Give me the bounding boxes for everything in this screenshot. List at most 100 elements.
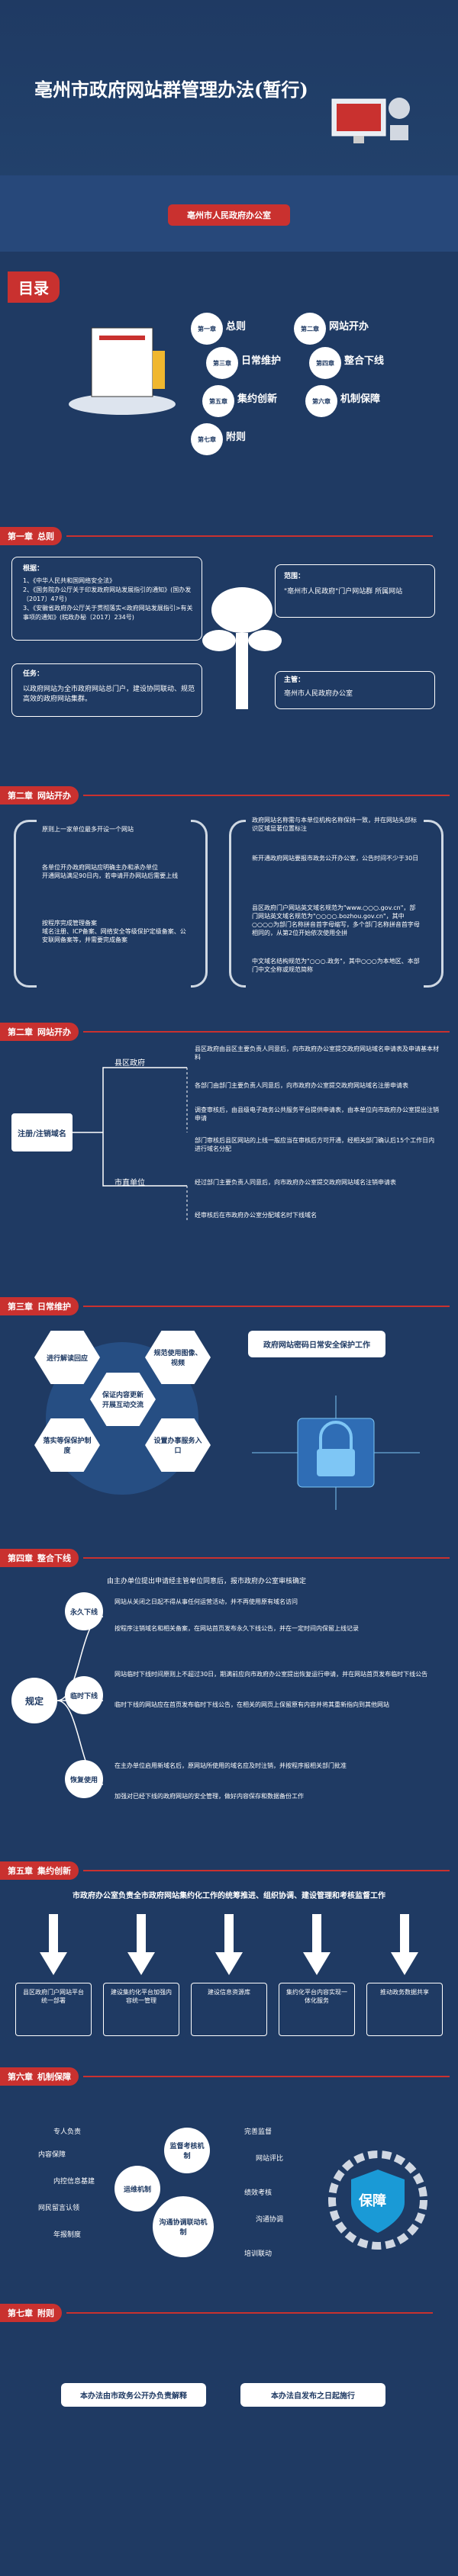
ch2b-section: 第二章网站开办 注册/注销域名 县区政府 市直单位 县区政府由县区主要负责人同意…: [0, 1014, 458, 1274]
ch4-item-3: 网站临时下线时间原则上不超过30日，期满前应向市政府办公室提出恢复运行申请，并在…: [114, 1671, 428, 1678]
ch1-title: 总则: [37, 532, 54, 541]
ch2b-branch1: 县区政府: [114, 1059, 145, 1068]
ch2b-title: 网站开办: [37, 1027, 71, 1037]
ch3-section: 第三章日常维护 进行解读回应规范使用图像、视频保证内容更新开展互动交流落实等保保…: [0, 1289, 458, 1533]
ch2b-item-5: 经过部门主要负责人同意后，向市政府办公室提交政府网站域名注销申请表: [195, 1179, 396, 1186]
ch3-note: 政府网站密码日常安全保护工作: [248, 1331, 385, 1357]
ch4-bar: 第四章整合下线: [0, 1548, 450, 1568]
ch6-right-item-3: 绩效考核: [244, 2189, 273, 2197]
ch6-left-item-2: 内容保障: [38, 2151, 66, 2159]
ch5-arrow-5-icon: [389, 1914, 420, 1975]
header-section: 亳州市政府网站群管理办法(暂行) 亳州市人民政府办公室: [0, 0, 458, 252]
ch1-dept-text: 亳州市人民政府办公室: [284, 690, 353, 698]
ch4-item-6: 加强对已经下线的政府网站的安全管理，做好内容保存和数据备份工作: [114, 1793, 304, 1800]
ch1-scope-box: [275, 564, 435, 618]
ch5-bar: 第五章集约创新: [0, 1861, 450, 1881]
left-bracket-icon: [14, 820, 37, 988]
ch1-bar: 第一章总则: [0, 526, 433, 546]
ch1-basis-label: 根据：: [23, 565, 44, 573]
ch2b-item-4: 部门审核后县区网站的上线一般应当在审核后方可开通，经相关部门确认后15个工作日内…: [195, 1137, 435, 1152]
ch7-bar: 第七章附则: [0, 2303, 433, 2323]
ch2b-item-1: 县区政府由县区主要负责人同意后，向市政府办公室提交政府网站域名申请表及申请基本材…: [195, 1045, 439, 1061]
ch2b-item-2: 各部门由部门主要负责人同意后，向市政府办公室提交政府网站域名注册申请表: [195, 1082, 408, 1089]
ch2a-left-item-3: 按程序完成管理备案 域名注册、ICP备案、网络安全等级保护定级备案、公安联网备案…: [42, 920, 186, 943]
ch3-hex-text-4: 开展互动交流: [102, 1402, 144, 1409]
ch3-hex-text-2: 规范使用图像、视频: [153, 1350, 202, 1367]
ch5-arrow-3-icon: [214, 1914, 244, 1975]
ch6-right-item-5: 培训联动: [244, 2250, 273, 2258]
ch1-section: 第一章总则 根据： 1、《中华人民共和国网络安全法》 2、《国务院办公厅关于印发…: [0, 519, 458, 732]
lock-chip-icon: [252, 1396, 420, 1510]
ch1-scope-label: 范围：: [284, 573, 305, 580]
ch1-task-text: 以政府网站为全市政府网站总门户，建设协同联动、规范高效的政府网站集群。: [23, 686, 195, 703]
ch6-bar: 第六章机制保障: [0, 2067, 450, 2086]
ch5-arrow-4-icon: [302, 1914, 332, 1975]
ch4-item-1: 网站从关闭之日起不得从事任何运营活动，并不再使用原有域名访问: [114, 1598, 298, 1605]
toc-num-4: 第四章: [309, 347, 341, 379]
ch5-arrow-2-icon: [126, 1914, 156, 1975]
ch4-title: 整合下线: [37, 1553, 71, 1563]
ch6-center-3: 沟通协调联动机制: [153, 2196, 214, 2257]
toc-label-5: 集约创新: [237, 393, 278, 405]
ch1-dept-label: 主管：: [284, 676, 305, 684]
toc-label-1: 总则: [226, 321, 247, 332]
ch6-right-item-2: 网站评比: [256, 2155, 284, 2163]
page-title: 亳州市政府网站群管理办法(暂行): [34, 79, 308, 101]
mid-bracket-right-icon: [229, 820, 246, 988]
right-bracket-icon: [424, 820, 443, 988]
ch2b-connector-icon: [73, 1060, 195, 1228]
ch3-num: 第三章: [8, 1302, 33, 1312]
ch3-hex-text-6: 设置办事服务入口: [153, 1437, 202, 1455]
ch4-circle-2: 临时下线: [65, 1676, 103, 1714]
ch5-item-3: 建设信息资源库: [191, 1983, 267, 2036]
ch4-num: 第四章: [8, 1553, 33, 1563]
ch2b-center-label: 注册/注销域名: [18, 1129, 66, 1139]
ch4-intro: 由主办单位提出申请经主管单位同意后，报市政府办公室审核确定: [107, 1578, 307, 1585]
toc-label-2: 网站开办: [329, 321, 369, 332]
ch2b-bar: 第二章网站开办: [0, 1022, 450, 1042]
shield-label: 保障: [359, 2193, 386, 2209]
ch2b-branch2: 市直单位: [114, 1179, 145, 1187]
ch4-section: 第四章整合下线 由主办单位提出申请经主管单位同意后，报市政府办公室审核确定 规定…: [0, 1540, 458, 1838]
ch2a-section: 第二章网站开办 原则上一家单位最多开设一个网站各单位开办政府网站应明确主办和承办…: [0, 778, 458, 1007]
ch1-basis-text: 1、《中华人民共和国网络安全法》 2、《国务院办公厅关于印发政府网站发展指引的通…: [23, 577, 193, 621]
ch2a-left-item-2: 各单位开办政府网站应明确主办和承办单位 开通网站满足90日内，若申请开办网站后需…: [42, 864, 179, 879]
ch1-dept-box: [275, 671, 435, 709]
ch2a-right-item-3: 县区政府门户网站英文域名规范为"www.○○○.gov.cn"，部门网站英文域名…: [252, 904, 420, 936]
ch1-num: 第一章: [8, 532, 33, 541]
ch3-hex-text-5: 落实等保保护制度: [43, 1437, 92, 1455]
ch5-item-2: 建设集约化平台加强内容统一管理: [103, 1983, 179, 2036]
ch4-circle-3: 恢复使用: [65, 1760, 103, 1798]
ch4-item-2: 按程序注销域名和相关备案，在网站首页发布永久下线公告，并在一定时间内保留上线记录: [114, 1625, 359, 1632]
toc-num-6: 第六章: [305, 385, 337, 417]
ch5-title: 集约创新: [37, 1866, 71, 1876]
ch6-left-item-3: 内控信息基建: [53, 2178, 95, 2186]
ch6-section: 第六章机制保障 专人负责内容保障内控信息基建网民留言认领年报制度 运维机制监督考…: [0, 2059, 458, 2288]
ch2a-bar: 第二章网站开办: [0, 785, 450, 805]
ch2a-left-item-1: 原则上一家单位最多开设一个网站: [42, 826, 134, 833]
ch6-right-item-4: 沟通协调: [256, 2216, 284, 2224]
ch5-num: 第五章: [8, 1866, 33, 1876]
ch7-num: 第七章: [8, 2308, 33, 2318]
toc-label: 目录: [8, 271, 60, 303]
ch2b-item-6: 经审核后在市政府办公室分配域名时下线域名: [195, 1212, 317, 1219]
ch1-basis-box: [11, 557, 202, 641]
ch2b-item-3: 调查审核后，由县级电子政务公共服务平台提供申请表，由本单位向市政府办公室提出注销…: [195, 1107, 439, 1122]
ch2a-num: 第二章: [8, 791, 33, 801]
toc-num-1: 第一章: [191, 313, 223, 345]
ch6-left-item-1: 专人负责: [53, 2128, 82, 2136]
ch6-title: 机制保障: [37, 2072, 71, 2082]
ch1-task-box: [11, 663, 202, 717]
ch6-left-item-5: 年报制度: [53, 2231, 82, 2239]
ch4-item-5: 在主办单位启用新域名后，原网站所使用的域名应及时注销，并按程序报相关部门批准: [114, 1762, 347, 1769]
ch7-section: 第七章附则 本办法由市政务公开办负责解释 本办法自发布之日起施行: [0, 2295, 458, 2576]
ch5-arrow-1-icon: [38, 1914, 69, 1975]
ch2a-right-item-2: 新开通政府网站要报市政务公开办公室，公告时间不少于30日: [252, 855, 419, 862]
toc-label-7: 附则: [226, 432, 247, 443]
ch6-right-item-1: 完善监督: [244, 2128, 273, 2136]
ch2b-num: 第二章: [8, 1027, 33, 1037]
ch6-num: 第六章: [8, 2072, 33, 2082]
toc-num-3: 第三章: [206, 347, 238, 379]
toc-label-6: 机制保障: [340, 393, 381, 405]
ch1-scope-text: "亳州市人民政府"门户网站群 所属网站: [284, 588, 403, 596]
